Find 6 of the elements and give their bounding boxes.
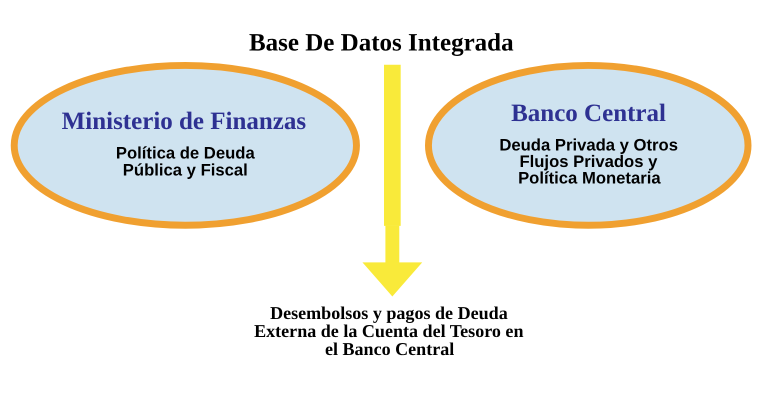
node-ellipse: Ministerio de Finanzas Política de Deuda Pública y Fiscal: [10, 62, 360, 229]
node-text: Desembolsos y pagos de Deuda Externa de la Cuenta del Tesoro en el Banco Central: [254, 302, 524, 359]
diagram-title: Base De Datos Integrada: [249, 30, 514, 57]
node-ellipse: Banco Central Deuda Privada y Otros Flujos Privados y Política Monetaria: [425, 62, 752, 229]
node-bar: [384, 64, 401, 226]
arrow: [362, 226, 422, 296]
